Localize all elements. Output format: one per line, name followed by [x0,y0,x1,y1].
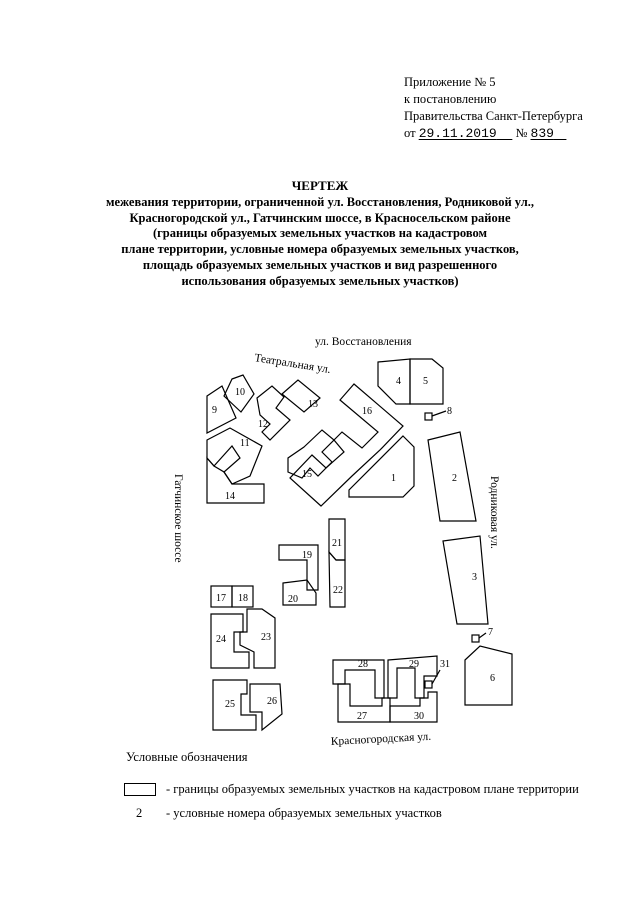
drawing-title-line-6: использования образуемых земельных участ… [181,273,459,288]
parcel-label-8: 8 [447,406,452,417]
parcel-11-outline [206,427,263,485]
appendix-line-1: Приложение № 5 [404,75,496,89]
parcel-26-outline [249,683,283,732]
parcel-31-outline [424,680,433,689]
parcel-label-18: 18 [238,593,248,604]
parcel-13-outline [281,379,321,413]
drawing-title: ЧЕРТЕЖ межевания территории, ограниченно… [100,178,540,290]
drawing-title-line-1: межевания территории, ограниченной ул. В… [105,194,535,209]
parcel-label-20: 20 [288,594,298,605]
street-vosstanovleniya: ул. Восстановления [315,336,412,348]
drawing-title-line-5: площадь образуемых земельных участков и … [142,257,498,272]
parcel-20-outline [282,579,317,606]
parcel-9-outline [206,385,237,434]
decree-number: 839 [530,126,554,141]
leader-line-31 [431,669,441,685]
leader-line-8 [431,410,447,417]
parcel-label-22: 22 [333,585,343,596]
parcel-label-7: 7 [488,627,493,638]
drawing-title-line-4: плане территории, условные номера образу… [121,242,519,257]
parcel-29-outline [387,655,438,699]
parcel-5-outline [409,358,444,405]
parcel-label-31: 31 [440,659,450,670]
parcel-24-outline [210,613,250,669]
parcel-2-outline [427,431,477,522]
appendix-line-2: к постановлению [404,92,497,106]
parcel-label-27: 27 [357,711,367,722]
parcel-label-16: 16 [362,406,372,417]
parcel-label-14: 14 [225,491,235,502]
date-prefix: от [404,126,416,140]
legend-boundary-text: - границы образуемых земельных участков … [166,782,579,796]
parcel-label-1: 1 [391,473,396,484]
street-rodnikovaya: Родниковая ул. [488,476,500,549]
parcel-label-6: 6 [490,673,495,684]
appendix-date-line: от 29.11.2019 № 839 [404,125,583,142]
drawing-title-line-3: (границы образуемых земельных участков н… [152,226,488,241]
appendix-block: Приложение № 5 к постановлению Правитель… [404,74,583,142]
parcel-14-outline [206,456,265,504]
parcel-label-30: 30 [414,711,424,722]
parcel-label-17: 17 [216,593,226,604]
legend-number-sample: 2 [136,806,143,820]
street-krasnogorodskaya: Красногородская ул. [331,731,432,748]
parcel-30-outline [389,691,438,723]
parcel-label-2: 2 [452,473,457,484]
parcel-label-13: 13 [308,399,318,410]
parcel-12-outline [256,385,291,441]
parcel-label-12: 12 [258,419,268,430]
parcel-label-11: 11 [240,438,250,449]
parcel-4-outline [377,358,411,405]
parcel-label-21: 21 [332,538,342,549]
parcel-3-outline [442,535,489,625]
parcel-label-5: 5 [423,376,428,387]
legend-number-text: - условные номера образуемых земельных у… [166,806,442,820]
drawing-title-main: ЧЕРТЕЖ [291,178,349,193]
parcel-label-28: 28 [358,659,368,670]
parcel-label-26: 26 [267,696,277,707]
parcel-7-outline [471,634,480,643]
parcel-outlines [206,358,513,732]
parcel-label-15: 15 [302,469,312,480]
decree-date: 29.11.2019 [418,126,497,141]
parcel-15-outline [287,429,335,479]
appendix-line-3: Правительства Санкт-Петербурга [404,109,583,123]
parcel-18-outline [231,585,254,608]
parcel-27-outline [337,683,391,723]
street-gatchinskoe: Гатчинское шоссе [172,474,184,563]
legend-title: Условные обозначения [126,750,248,764]
parcel-label-10: 10 [235,387,245,398]
parcel-8-outline [424,412,433,421]
parcel-label-9: 9 [212,405,217,416]
drawing-title-line-2: Красногородской ул., Гатчинским шоссе, в… [129,210,511,225]
parcel-label-24: 24 [216,634,226,645]
street-teatralnaya: Театральная ул. [254,352,332,376]
parcel-19-outline [278,544,319,591]
number-prefix: № [515,126,528,140]
legend-boundary-symbol [124,783,156,796]
parcel-6-outline [464,645,513,706]
parcel-label-29: 29 [409,659,419,670]
parcel-1-outline [348,435,415,498]
parcel-label-4: 4 [396,376,401,387]
leader-line-7 [478,632,487,639]
parcel-numbers: 1 2 3 4 5 6 7 8 9 10 11 12 13 14 15 16 1… [212,376,495,722]
parcel-23-outline [239,608,276,669]
parcel-label-19: 19 [302,550,312,561]
parcel-25-outline [212,679,257,731]
parcel-28-outline [332,659,385,699]
parcel-label-23: 23 [261,632,271,643]
parcel-label-25: 25 [225,699,235,710]
parcel-label-3: 3 [472,572,477,583]
parcel-22-outline [328,550,346,608]
